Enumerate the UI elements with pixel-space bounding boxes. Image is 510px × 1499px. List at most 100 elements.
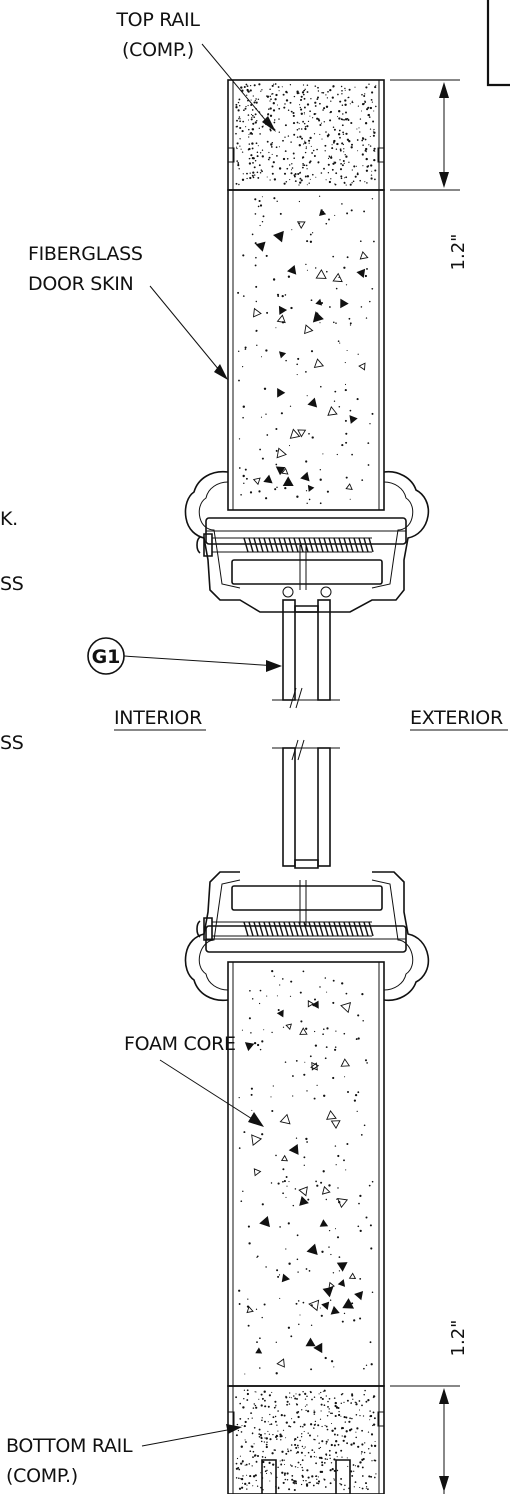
stipple-dot — [308, 142, 310, 144]
stipple-dot — [291, 1475, 294, 1477]
stipple-dot — [263, 387, 267, 390]
stipple-dot — [338, 1410, 340, 1413]
stipple-dot — [238, 1289, 241, 1292]
stipple-dot — [239, 1418, 242, 1420]
stipple-dot — [315, 1475, 318, 1477]
stipple-dot — [374, 1440, 376, 1443]
stipple-dot — [256, 1341, 258, 1344]
stipple-dot — [239, 1455, 241, 1457]
stipple-dot — [254, 242, 257, 245]
foam-aggregate — [311, 1000, 319, 1009]
stipple-dot — [270, 1472, 272, 1474]
stipple-dot — [356, 139, 359, 141]
stipple-dot — [255, 142, 258, 145]
stipple-dot — [304, 141, 307, 145]
stipple-dot — [344, 383, 347, 386]
stipple-dot — [274, 1420, 277, 1423]
stipple-dot — [299, 1425, 302, 1428]
top-foam-panel — [227, 189, 385, 511]
stipple-dot — [305, 1409, 307, 1412]
stipple-dot — [276, 104, 278, 106]
stipple-dot — [284, 150, 287, 153]
stipple-dot — [290, 110, 293, 113]
thread-line — [293, 921, 299, 937]
thread-line — [368, 921, 374, 937]
stipple-dot — [259, 448, 261, 451]
stipple-dot — [343, 182, 346, 184]
stipple-dot — [285, 99, 289, 102]
stipple-dot — [251, 116, 253, 119]
stipple-dot — [355, 1403, 358, 1406]
stipple-dot — [269, 114, 273, 117]
stipple-dot — [296, 1397, 298, 1400]
stipple-dot — [285, 359, 287, 362]
foam-aggregate — [359, 251, 369, 260]
stipple-dot — [359, 118, 362, 120]
stipple-dot — [238, 1487, 242, 1490]
stipple-dot — [313, 113, 316, 116]
stipple-dot — [331, 168, 334, 171]
foam-aggregate — [259, 1215, 270, 1228]
stipple-dot — [253, 1443, 255, 1445]
stipple-dot — [343, 1488, 345, 1491]
stipple-dot — [278, 90, 280, 92]
stipple-dot — [362, 1019, 364, 1022]
stipple-dot — [238, 467, 241, 469]
foam-aggregate — [321, 1301, 330, 1310]
stipple-dot — [369, 300, 371, 303]
stipple-dot — [305, 263, 307, 266]
stipple-dot — [319, 133, 321, 135]
stipple-dot — [289, 995, 292, 997]
bottom-glazing-frame — [184, 871, 430, 1002]
stipple-dot — [338, 1256, 341, 1258]
stipple-dot — [241, 1029, 243, 1031]
stipple-dot — [317, 1476, 319, 1478]
stipple-dot — [305, 490, 308, 492]
stipple-dot — [246, 1399, 249, 1401]
stipple-dot — [357, 105, 359, 107]
thread-line — [328, 537, 334, 553]
stipple-dot — [256, 1043, 260, 1047]
stipple-dot — [315, 1180, 317, 1183]
stipple-dot — [281, 1471, 284, 1474]
stipple-dot — [277, 1410, 279, 1412]
stipple-dot — [325, 1046, 328, 1048]
foam-aggregate — [327, 406, 338, 416]
stipple-dot — [307, 1432, 309, 1434]
interior-label: INTERIOR — [114, 707, 202, 729]
stipple-dot — [259, 152, 262, 154]
stipple-dot — [276, 995, 278, 997]
exterior-label: EXTERIOR — [410, 707, 503, 729]
stipple-dot — [354, 86, 356, 88]
stipple-dot — [311, 1398, 313, 1401]
stipple-dot — [349, 1417, 351, 1420]
stipple-dot — [266, 434, 269, 436]
stipple-dot — [358, 1409, 361, 1411]
stipple-dot — [277, 1275, 280, 1278]
stipple-dot — [252, 171, 255, 174]
stipple-dot — [325, 222, 328, 225]
stipple-dot — [333, 321, 335, 324]
stipple-dot — [293, 1488, 296, 1492]
stipple-dot — [247, 1225, 250, 1228]
stipple-dot — [271, 146, 273, 148]
foam-aggregate — [300, 471, 310, 482]
stipple-dot — [310, 98, 312, 100]
stipple-dot — [348, 1487, 350, 1490]
stipple-dot — [311, 117, 314, 119]
stipple-dot — [289, 1396, 291, 1398]
stipple-dot — [320, 1403, 323, 1406]
stipple-dot — [370, 1444, 373, 1446]
stipple-dot — [273, 1449, 276, 1451]
stipple-dot — [264, 1437, 266, 1439]
stipple-dot — [371, 1460, 373, 1462]
stipple-dot — [299, 106, 301, 109]
stipple-dot — [278, 146, 280, 148]
stipple-dot — [266, 1469, 268, 1472]
stipple-dot — [286, 1479, 289, 1481]
stipple-dot — [313, 155, 316, 157]
stipple-dot — [266, 995, 268, 997]
stipple-dot — [367, 1431, 370, 1433]
stipple-dot — [259, 204, 263, 207]
stipple-dot — [313, 1396, 316, 1398]
